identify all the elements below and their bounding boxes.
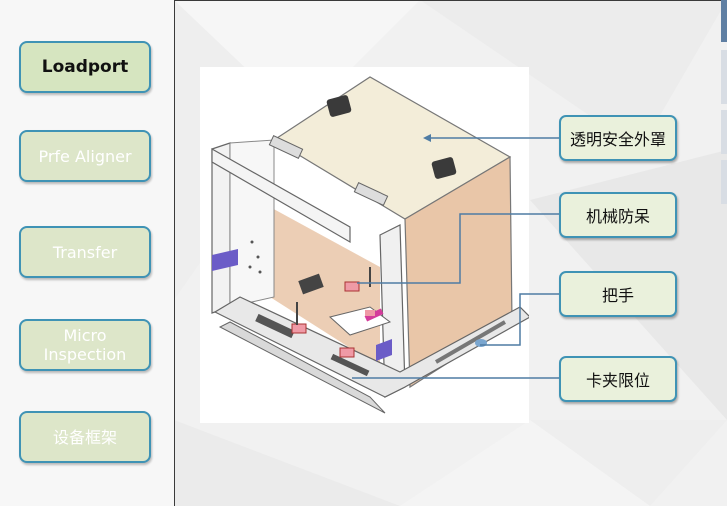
nav-inspection-label: Inspection bbox=[43, 345, 127, 364]
nav-prfe-aligner[interactable]: Prfe Aligner bbox=[19, 130, 151, 182]
nav-equipment-frame-label: 设备框架 bbox=[52, 427, 117, 447]
edge-tab-4[interactable] bbox=[721, 160, 727, 204]
callout-clamp-limit: 卡夹限位 bbox=[559, 356, 677, 402]
callout-handle-label: 把手 bbox=[601, 286, 634, 305]
callout-cover: 透明安全外罩 bbox=[559, 115, 677, 161]
callout-clamp-limit-label: 卡夹限位 bbox=[585, 371, 650, 390]
edge-tab-3[interactable] bbox=[721, 110, 727, 154]
nav-transfer-label: Transfer bbox=[52, 242, 118, 262]
top-border bbox=[0, 0, 727, 1]
nav-equipment-frame[interactable]: 设备框架 bbox=[19, 411, 151, 463]
edge-tab-1[interactable] bbox=[721, 0, 727, 42]
callout-handle: 把手 bbox=[559, 271, 677, 317]
nav-micro-label: Micro bbox=[63, 326, 107, 345]
sidebar: Loadport Prfe Aligner Transfer Micro Ins… bbox=[0, 0, 175, 506]
nav-transfer[interactable]: Transfer bbox=[19, 226, 151, 278]
nav-micro-inspection[interactable]: Micro Inspection bbox=[19, 319, 151, 371]
callout-anti-misplace: 机械防呆 bbox=[559, 192, 677, 238]
nav-loadport-label: Loadport bbox=[41, 56, 129, 77]
callout-anti-misplace-label: 机械防呆 bbox=[585, 207, 650, 226]
nav-prfe-aligner-label: Prfe Aligner bbox=[38, 146, 132, 166]
nav-loadport[interactable]: Loadport bbox=[19, 41, 151, 93]
edge-tab-2[interactable] bbox=[721, 50, 727, 104]
callout-cover-label: 透明安全外罩 bbox=[569, 130, 666, 149]
